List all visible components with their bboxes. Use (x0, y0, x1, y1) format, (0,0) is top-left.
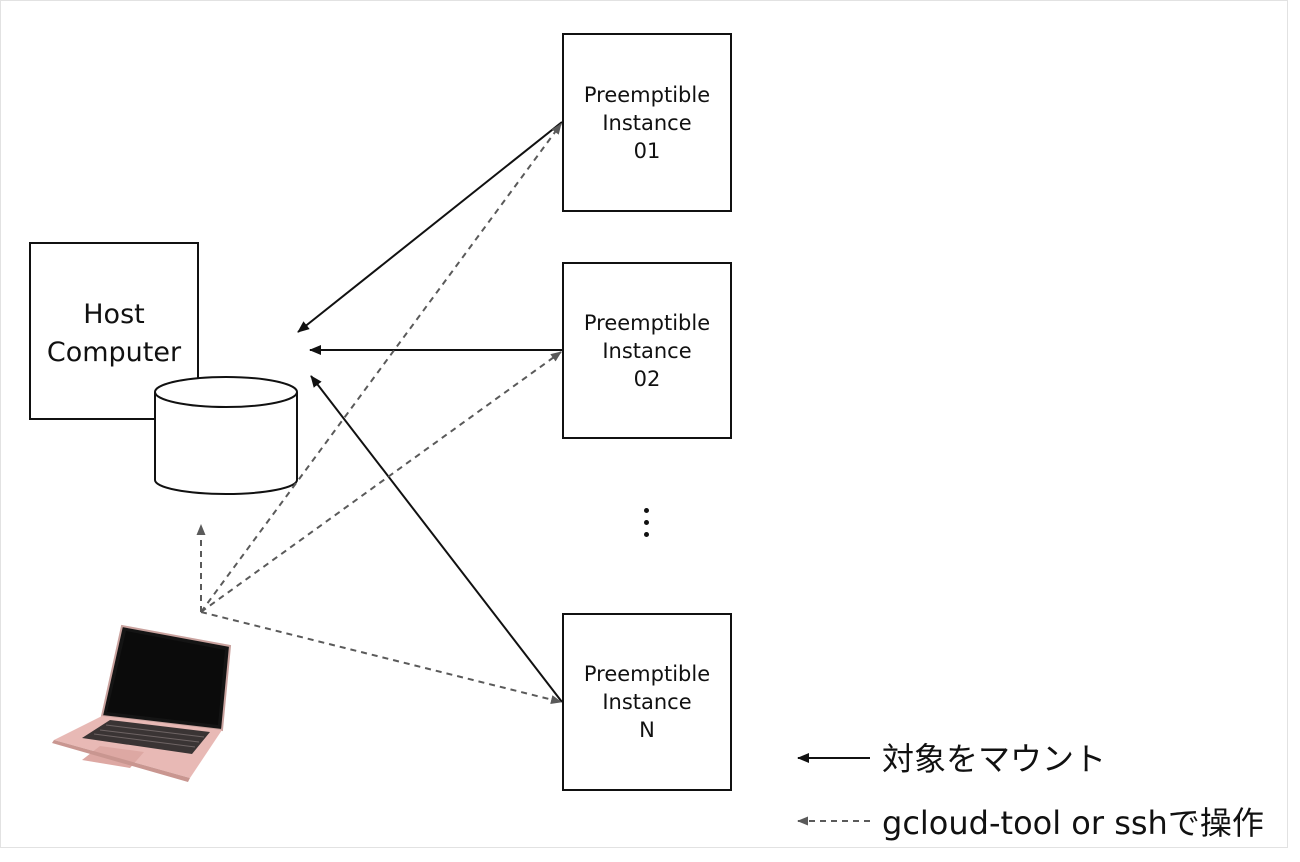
more-instances-ellipsis (640, 508, 652, 544)
instance-box-n: Preemptible Instance N (562, 613, 732, 791)
ops-arrow-instance-02 (200, 351, 562, 613)
ops-arrow-instance-01 (200, 123, 562, 613)
instance-02-line2: Instance (602, 338, 692, 363)
instance-01-line3: 01 (633, 138, 661, 163)
instance-n-line2: Instance (602, 690, 692, 714)
instance-01-label: Preemptible Instance 01 (567, 81, 727, 165)
host-label-line1: Host (83, 299, 145, 330)
ellipsis-dot (643, 532, 649, 537)
host-computer-label: Host Computer (34, 296, 194, 372)
diagram-frame (0, 0, 1288, 848)
legend-operate-label: gcloud-tool or sshで操作 (882, 804, 1264, 842)
instance-02-line1: Preemptible (583, 310, 711, 335)
laptop-icon (52, 624, 232, 782)
database-cylinder-icon (154, 376, 298, 495)
instance-01-line2: Instance (602, 110, 692, 135)
mount-arrow-01 (297, 121, 563, 333)
instance-n-label: Preemptible Instance N (567, 660, 727, 744)
ellipsis-dot (643, 520, 649, 525)
instance-01-line1: Preemptible (583, 82, 711, 107)
instance-02-label: Preemptible Instance 02 (567, 309, 727, 393)
instance-box-02: Preemptible Instance 02 (562, 262, 732, 439)
instance-n-line1: Preemptible (583, 662, 711, 686)
ops-arrow-instance-n (200, 611, 562, 704)
ellipsis-dot (643, 508, 649, 513)
host-label-line2: Computer (46, 337, 182, 368)
mount-arrow-n (310, 375, 563, 703)
instance-n-line3: N (639, 718, 655, 742)
instance-02-line3: 02 (633, 366, 661, 391)
instance-box-01: Preemptible Instance 01 (562, 33, 732, 212)
legend-mount-label: 対象をマウント (882, 740, 1107, 778)
